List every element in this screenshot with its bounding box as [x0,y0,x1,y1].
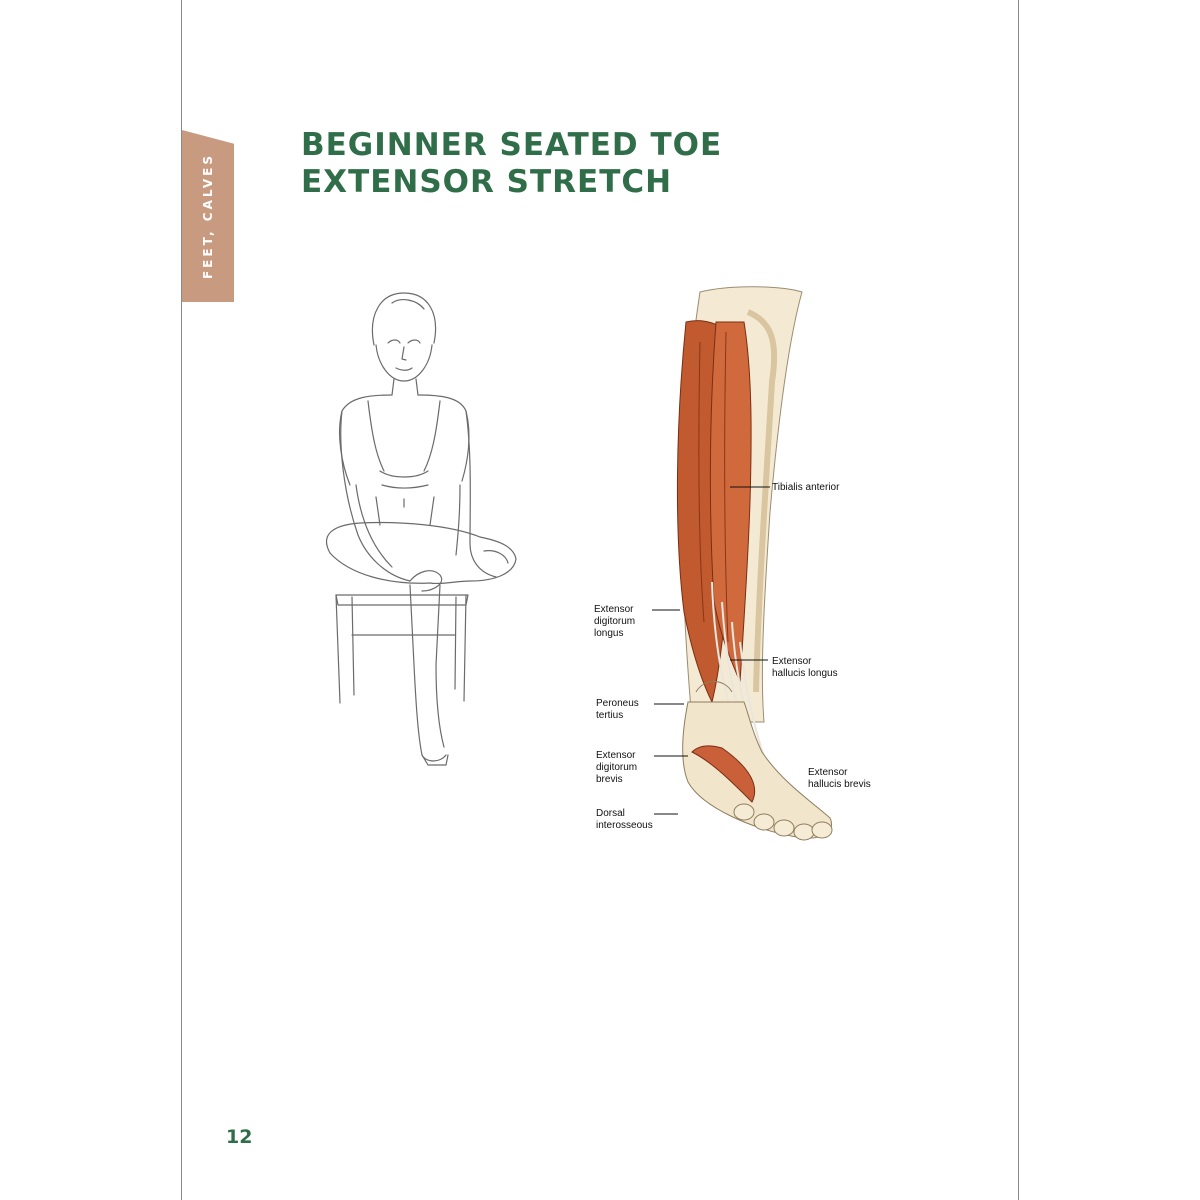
label-extensor-digitorum-brevis: Extensor digitorum brevis [596,750,638,785]
lower-leg-anatomy-illustration [676,286,833,841]
title-line-1: BEGINNER SEATED TOE [301,127,723,163]
label-extensor-hallucis-brevis: Extensor hallucis brevis [808,767,871,790]
page-number: 12 [226,1126,253,1148]
seated-stretch-illustration [325,292,517,766]
section-tab-label: FEET, CALVES [201,152,215,280]
title-line-2: EXTENSOR STRETCH [301,164,673,200]
label-extensor-digitorum-longus: Extensor digitorum longus [594,604,636,639]
label-extensor-hallucis-longus: Extensor hallucis longus [772,656,838,679]
label-dorsal-interosseous: Dorsal interosseous [596,808,653,831]
label-peroneus-tertius: Peroneus tertius [596,698,639,721]
label-leader-lines [652,486,770,815]
section-tab [182,130,234,302]
book-page [181,0,1019,1200]
label-tibialis-anterior: Tibialis anterior [772,482,840,493]
page-title: BEGINNER SEATED TOE EXTENSOR STRETCH [301,127,722,201]
